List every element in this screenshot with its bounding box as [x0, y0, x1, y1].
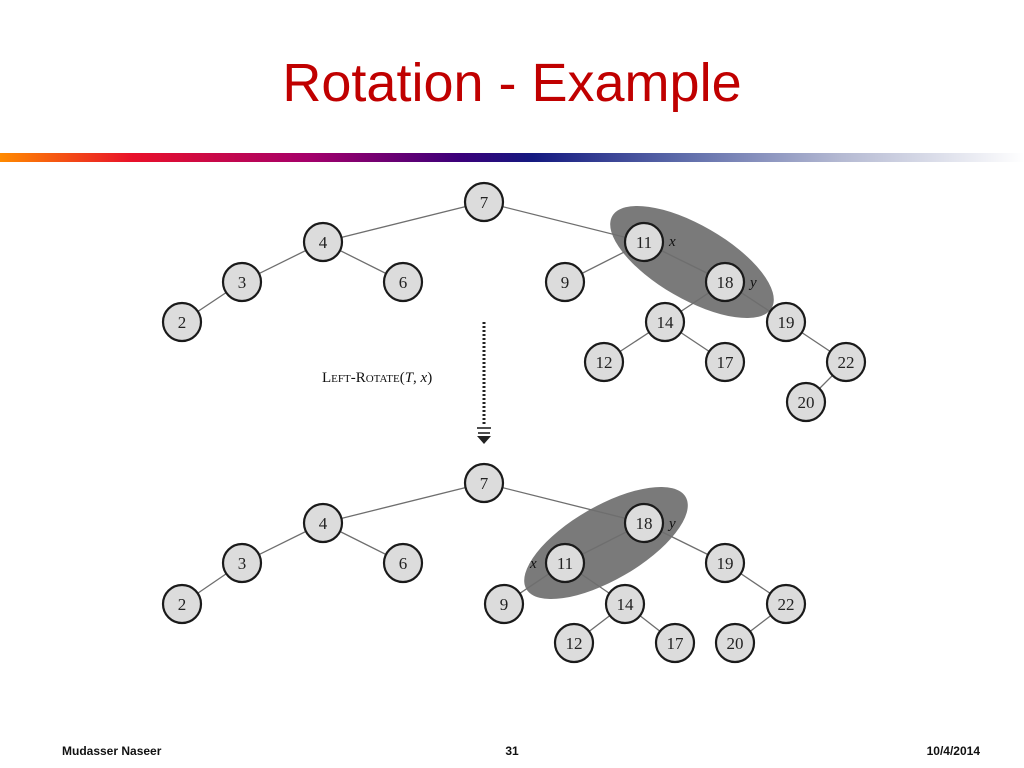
title-gradient-rule [0, 153, 1024, 162]
node-label: 14 [617, 595, 635, 614]
footer-author: Mudasser Naseer [62, 744, 162, 758]
rotation-label-part: L [322, 370, 331, 386]
node-label: 17 [717, 353, 735, 372]
pointer-x-before: x [668, 234, 676, 250]
node-label: 12 [566, 634, 583, 653]
rotation-label-part: ( [400, 370, 405, 386]
node-label: 6 [399, 554, 408, 573]
node-7-before: 7 [463, 181, 505, 223]
node-label: 11 [557, 554, 573, 573]
node-label: 7 [480, 193, 489, 212]
node-7-after: 7 [463, 462, 505, 504]
node-label: 19 [778, 313, 795, 332]
node-label: 11 [636, 233, 652, 252]
pointer-x-after: x [529, 556, 537, 572]
node-4-after: 4 [302, 502, 344, 544]
node-14-before: 14 [644, 301, 686, 343]
node-11-before: 11 [623, 221, 665, 263]
rotation-label-part: OTATE [366, 373, 400, 385]
slide-title: Rotation - Example [282, 53, 742, 113]
node-12-before: 12 [583, 341, 625, 383]
pointer-y-after: y [667, 516, 676, 532]
node-20-after: 20 [714, 622, 756, 664]
pointer-y-before: y [748, 275, 757, 291]
node-label: 20 [798, 393, 815, 412]
node-22-before: 22 [825, 341, 867, 383]
node-label: 9 [561, 273, 570, 292]
node-label: 14 [657, 313, 675, 332]
rotation-arrow [477, 322, 491, 444]
node-label: 22 [838, 353, 855, 372]
node-label: 18 [717, 273, 734, 292]
edges-after [181, 482, 787, 644]
node-label: 12 [596, 353, 613, 372]
rotation-arg-t: T [405, 370, 415, 386]
node-17-after: 17 [654, 622, 696, 664]
rotation-label: LEFT-ROTATE(T, x) [322, 370, 432, 386]
footer-date: 10/4/2014 [926, 744, 980, 758]
node-4-before: 4 [302, 221, 344, 263]
node-22-after: 22 [765, 583, 807, 625]
node-label: 3 [238, 554, 247, 573]
node-label: 6 [399, 273, 408, 292]
node-label: 7 [480, 474, 489, 493]
node-18-before: 18 [704, 261, 746, 303]
footer-page-number: 31 [505, 744, 519, 758]
node-19-after: 19 [704, 542, 746, 584]
node-19-before: 19 [765, 301, 807, 343]
node-6-after: 6 [382, 542, 424, 584]
node-18-after: 18 [623, 502, 665, 544]
node-9-before: 9 [544, 261, 586, 303]
rotation-arg-x: x [420, 370, 428, 386]
node-6-before: 6 [382, 261, 424, 303]
node-12-after: 12 [553, 622, 595, 664]
rotation-label-part: , [413, 370, 421, 386]
node-20-before: 20 [785, 381, 827, 423]
node-14-after: 14 [604, 583, 646, 625]
node-label: 4 [319, 514, 328, 533]
rotation-highlight-before [610, 205, 774, 319]
node-label: 18 [636, 514, 653, 533]
node-9-after: 9 [483, 583, 525, 625]
node-label: 19 [717, 554, 734, 573]
node-3-after: 3 [221, 542, 263, 584]
node-label: 2 [178, 313, 187, 332]
node-label: 9 [500, 595, 509, 614]
node-label: 20 [727, 634, 744, 653]
node-2-after: 2 [161, 583, 203, 625]
rotation-label-part: EFT [331, 373, 351, 385]
node-label: 22 [778, 595, 795, 614]
node-11-after: 11 [544, 542, 586, 584]
node-3-before: 3 [221, 261, 263, 303]
node-17-before: 17 [704, 341, 746, 383]
node-2-before: 2 [161, 301, 203, 343]
node-label: 17 [667, 634, 685, 653]
rotation-label-part: -R [351, 370, 366, 386]
node-label: 4 [319, 233, 328, 252]
node-label: 3 [238, 273, 247, 292]
node-label: 2 [178, 595, 187, 614]
rotation-label-part: ) [427, 370, 432, 386]
